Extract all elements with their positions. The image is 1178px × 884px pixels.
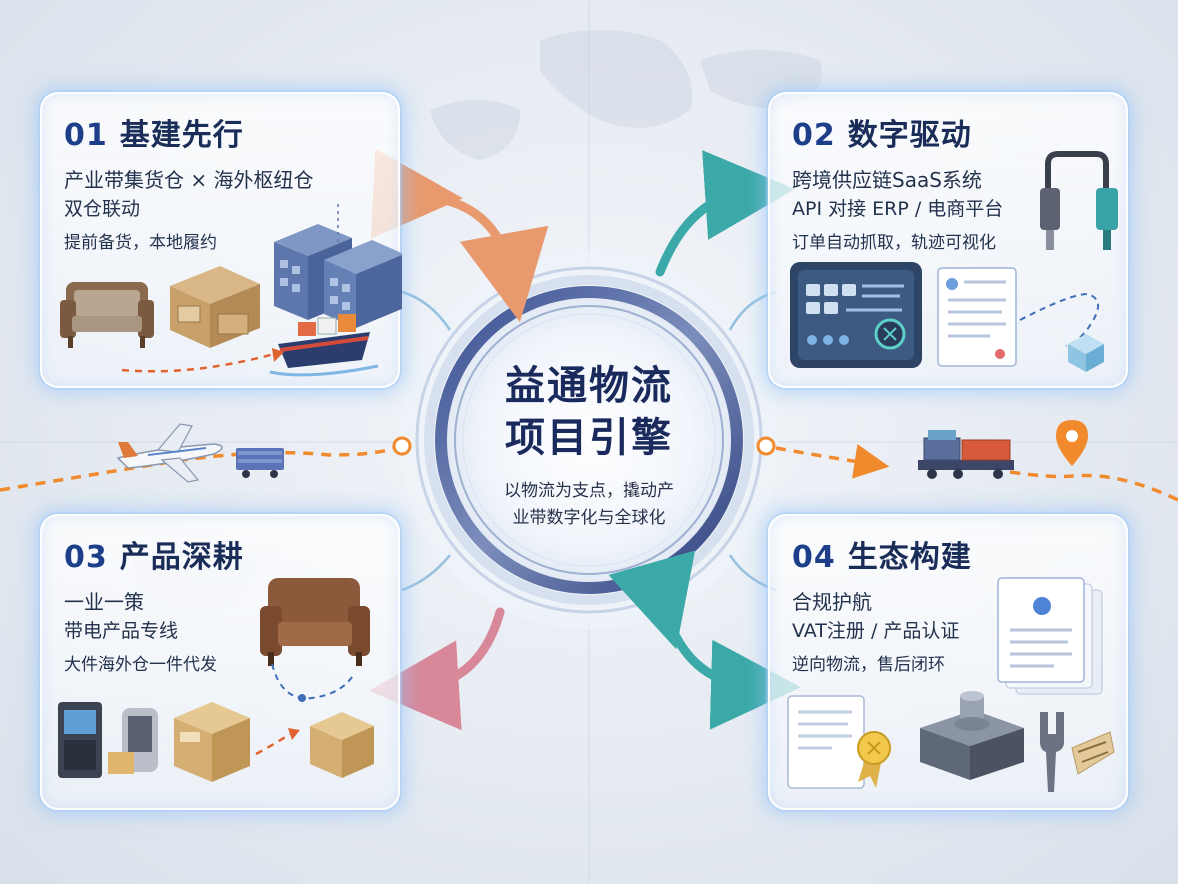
card-title: 03 产品深耕 (64, 532, 244, 576)
card-title: 04 生态构建 (792, 532, 972, 576)
card-line: 大件海外仓一件代发 (64, 655, 217, 675)
truck-icon (236, 448, 284, 478)
arrow-card1-center (370, 148, 549, 323)
card-number: 03 (64, 540, 108, 575)
card-line: 合规护航 (792, 590, 872, 614)
ship-icon (269, 314, 379, 377)
sofa-icon (60, 282, 154, 348)
main-ring (435, 286, 743, 594)
card-line: 带电产品专线 (64, 620, 179, 642)
sofa-icon (260, 578, 370, 666)
tools-icon (1040, 712, 1115, 792)
plug-icon (1040, 151, 1118, 250)
box-icon (1068, 334, 1104, 372)
card-number: 02 (792, 118, 836, 153)
card-line: 订单自动抓取，轨迹可视化 (792, 233, 996, 253)
dashboard-icon (790, 262, 922, 368)
card-name: 数字驱动 (847, 118, 972, 153)
document-icon (937, 267, 1017, 367)
card-line: 跨境供应链SaaS系统 (792, 168, 982, 192)
arrow-center-card3 (369, 607, 505, 731)
card-title: 02 数字驱动 (792, 110, 972, 154)
center-subtitle: 以物流为支点，撬动产 业带数字化与全球化 (480, 478, 698, 532)
card-name: 产品深耕 (119, 540, 244, 575)
card-number: 01 (64, 118, 108, 153)
center-title-line2: 项目引擎 (505, 415, 673, 461)
card-line: 双仓联动 (64, 198, 141, 220)
cargo-truck-icon (918, 430, 1014, 479)
card-title: 01 基建先行 (64, 110, 244, 154)
card-line: 产业带集货仓 × 海外枢纽仓 (64, 168, 314, 192)
box-icon (174, 702, 250, 782)
machine-part-icon (920, 691, 1024, 780)
card-name: 基建先行 (119, 118, 244, 153)
card-name: 生态构建 (847, 540, 972, 575)
card-infrastructure: 01 基建先行 产业带集货仓 × 海外枢纽仓 双仓联动 提前备货，本地履约 (40, 92, 402, 388)
card-ecosystem: 04 生态构建 合规护航 VAT注册 / 产品认证 逆向物流，售后闭环 (768, 514, 1128, 810)
center-subtitle-line2: 业带数字化与全球化 (512, 508, 666, 528)
document-icon (997, 577, 1103, 695)
arrow-center-card2 (655, 150, 795, 277)
buildings-icon (274, 224, 402, 328)
arrow-center-card4 (608, 550, 801, 730)
card-number: 04 (792, 540, 836, 575)
card-line: VAT注册 / 产品认证 (792, 620, 960, 642)
airplane-icon (116, 423, 223, 483)
warehouse-icon (170, 266, 260, 348)
card-line: 一业一策 (64, 590, 144, 614)
card-line: API 对接 ERP / 电商平台 (792, 198, 1004, 220)
charging-cabinet-icon (58, 702, 158, 778)
center-title: 益通物流 项目引擎 (474, 360, 704, 464)
center-title-line1: 益通物流 (505, 363, 673, 409)
card-line: 提前备货，本地履约 (64, 233, 217, 253)
award-medal-icon (787, 695, 891, 789)
card-product: 03 产品深耕 一业一策 带电产品专线 大件海外仓一件代发 (40, 514, 400, 810)
logistics-route (0, 444, 401, 492)
location-pin-icon (1056, 420, 1088, 466)
center-subtitle-line1: 以物流为支点，撬动产 (504, 481, 674, 501)
box-icon (310, 712, 374, 778)
card-digital: 02 数字驱动 跨境供应链SaaS系统 API 对接 ERP / 电商平台 订单自… (768, 92, 1128, 388)
card-line: 逆向物流，售后闭环 (792, 655, 945, 675)
